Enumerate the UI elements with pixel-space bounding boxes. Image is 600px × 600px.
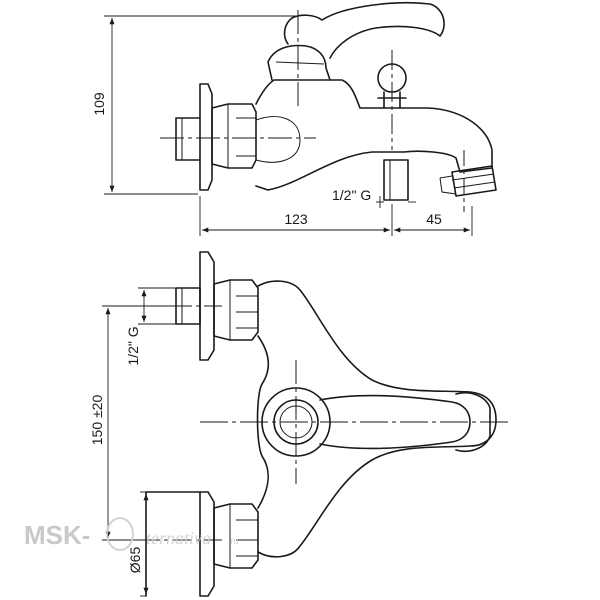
dimension-diameter-label: Ø65 [127, 547, 143, 574]
dimension-height-label: 109 [91, 92, 107, 116]
dimension-spout-label: 45 [426, 211, 442, 227]
dimension-length-label: 123 [284, 211, 308, 227]
watermark: MSK- ternativa .ru [24, 517, 239, 551]
thread-side-label: 1/2" G [332, 187, 371, 203]
dimension-height: 109 [91, 15, 300, 195]
side-view [160, 1, 497, 212]
dimension-diameter: Ø65 [127, 491, 149, 597]
dimension-horizontal: 123 45 1/2" G [199, 187, 473, 236]
plan-view [140, 251, 512, 597]
dimension-thread-plan: 1/2" G [125, 287, 176, 366]
watermark-script: ternativa [146, 528, 211, 548]
thread-plan-label: 1/2" G [125, 326, 141, 365]
dimension-spacing: 150 ±20 [89, 305, 176, 541]
dimension-spacing-label: 150 ±20 [89, 395, 105, 446]
watermark-domain: .ru [228, 536, 239, 546]
watermark-brand: MSK- [24, 520, 90, 550]
